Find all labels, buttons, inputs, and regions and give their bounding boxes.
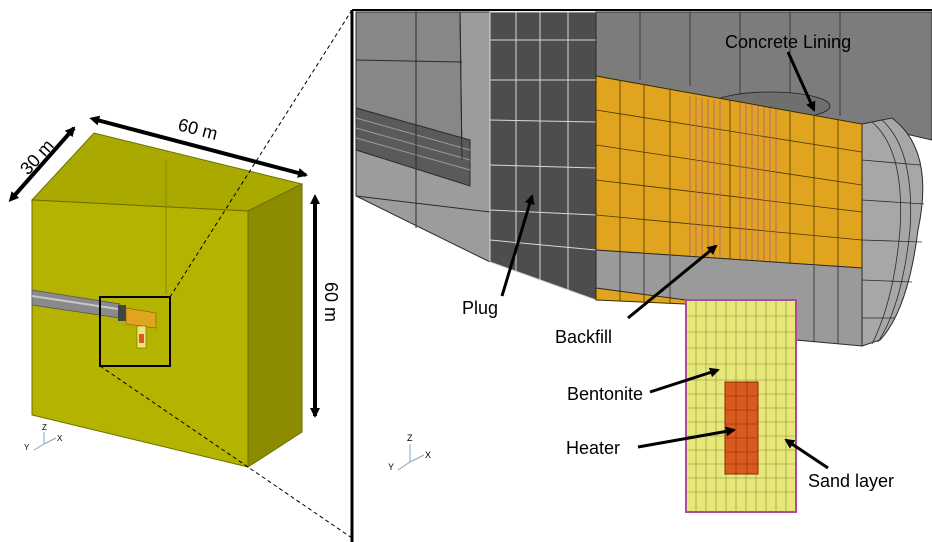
model-block	[30, 132, 304, 468]
axis-label-z-left: Z	[42, 423, 47, 432]
axis-label-y-right: Y	[388, 462, 394, 472]
arrow-sand-layer	[784, 438, 829, 470]
label-plug: Plug	[462, 298, 498, 318]
label-sand-layer: Sand layer	[808, 471, 894, 491]
arrow-heater	[637, 426, 736, 449]
arrow-concrete-lining	[786, 51, 816, 112]
dimension-height: 60 m	[310, 194, 341, 418]
dimension-height-label: 60 m	[321, 282, 341, 322]
label-concrete-lining: Concrete Lining	[725, 32, 851, 52]
axis-triad-right	[397, 444, 425, 471]
zoom-panel: Concrete Lining Plug Backfill Bentonite …	[350, 9, 932, 542]
block-backfill	[125, 307, 157, 329]
zoom-box	[99, 296, 171, 367]
zoom-line-top	[169, 9, 353, 298]
heater-region	[724, 381, 759, 475]
label-backfill: Backfill	[555, 327, 612, 347]
label-bentonite: Bentonite	[567, 384, 643, 404]
block-top-face	[30, 132, 304, 212]
tunnel-end-cap	[861, 117, 924, 347]
arrow-backfill	[627, 244, 718, 320]
axis-label-x-left: X	[57, 434, 63, 443]
block-heater	[139, 334, 144, 343]
plug-region	[489, 11, 597, 301]
axis-label-x-right: X	[425, 450, 431, 460]
block-plug	[118, 305, 126, 321]
block-side-face	[247, 183, 303, 468]
axis-triad-left	[33, 432, 57, 451]
zoom-line-bottom	[99, 365, 353, 539]
axis-label-z-right: Z	[407, 433, 413, 443]
arrow-bentonite	[649, 367, 720, 394]
dimension-width-label: 60 m	[176, 115, 220, 144]
axis-label-y-left: Y	[24, 443, 30, 452]
label-heater: Heater	[566, 438, 620, 458]
arrow-plug	[500, 194, 535, 297]
tunnel-mesh	[355, 11, 491, 263]
